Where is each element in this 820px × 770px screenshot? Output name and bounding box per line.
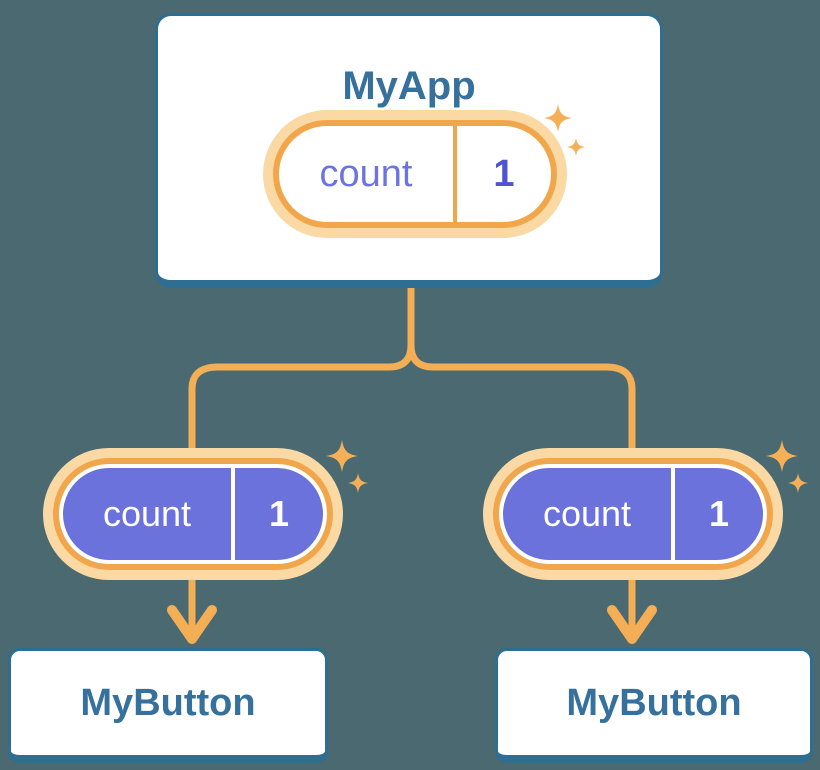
- sparkle-icon: [348, 473, 368, 493]
- connector-right-branch: [407, 282, 636, 470]
- prop-pill-divider: [671, 468, 675, 560]
- arrow-down-icon: [607, 605, 657, 644]
- prop-pill-left: count 1: [59, 464, 327, 564]
- state-pill-name: count: [319, 152, 413, 195]
- prop-pill-value: 1: [268, 493, 290, 534]
- prop-pill-name: count: [542, 493, 632, 534]
- connector-left-branch: [188, 282, 415, 470]
- prop-pill-value: 1: [708, 493, 730, 534]
- mybutton-title: MyButton: [80, 681, 256, 724]
- myapp-title: MyApp: [342, 64, 476, 108]
- prop-pill-divider: [231, 468, 235, 560]
- state-pill-divider: [453, 126, 457, 222]
- sparkle-icon: [788, 473, 808, 493]
- sparkle-icon: [766, 440, 798, 472]
- mybutton-component-card-left: MyButton: [8, 648, 328, 763]
- arrow-down-icon: [167, 605, 217, 644]
- sparkle-icon: [326, 440, 358, 472]
- mybutton-component-card-right: MyButton: [495, 648, 813, 763]
- prop-pill-name: count: [102, 493, 192, 534]
- state-pill: count 1: [273, 120, 557, 228]
- state-pill-value: 1: [493, 152, 515, 195]
- prop-pill-right: count 1: [499, 464, 767, 564]
- mybutton-title: MyButton: [566, 681, 742, 724]
